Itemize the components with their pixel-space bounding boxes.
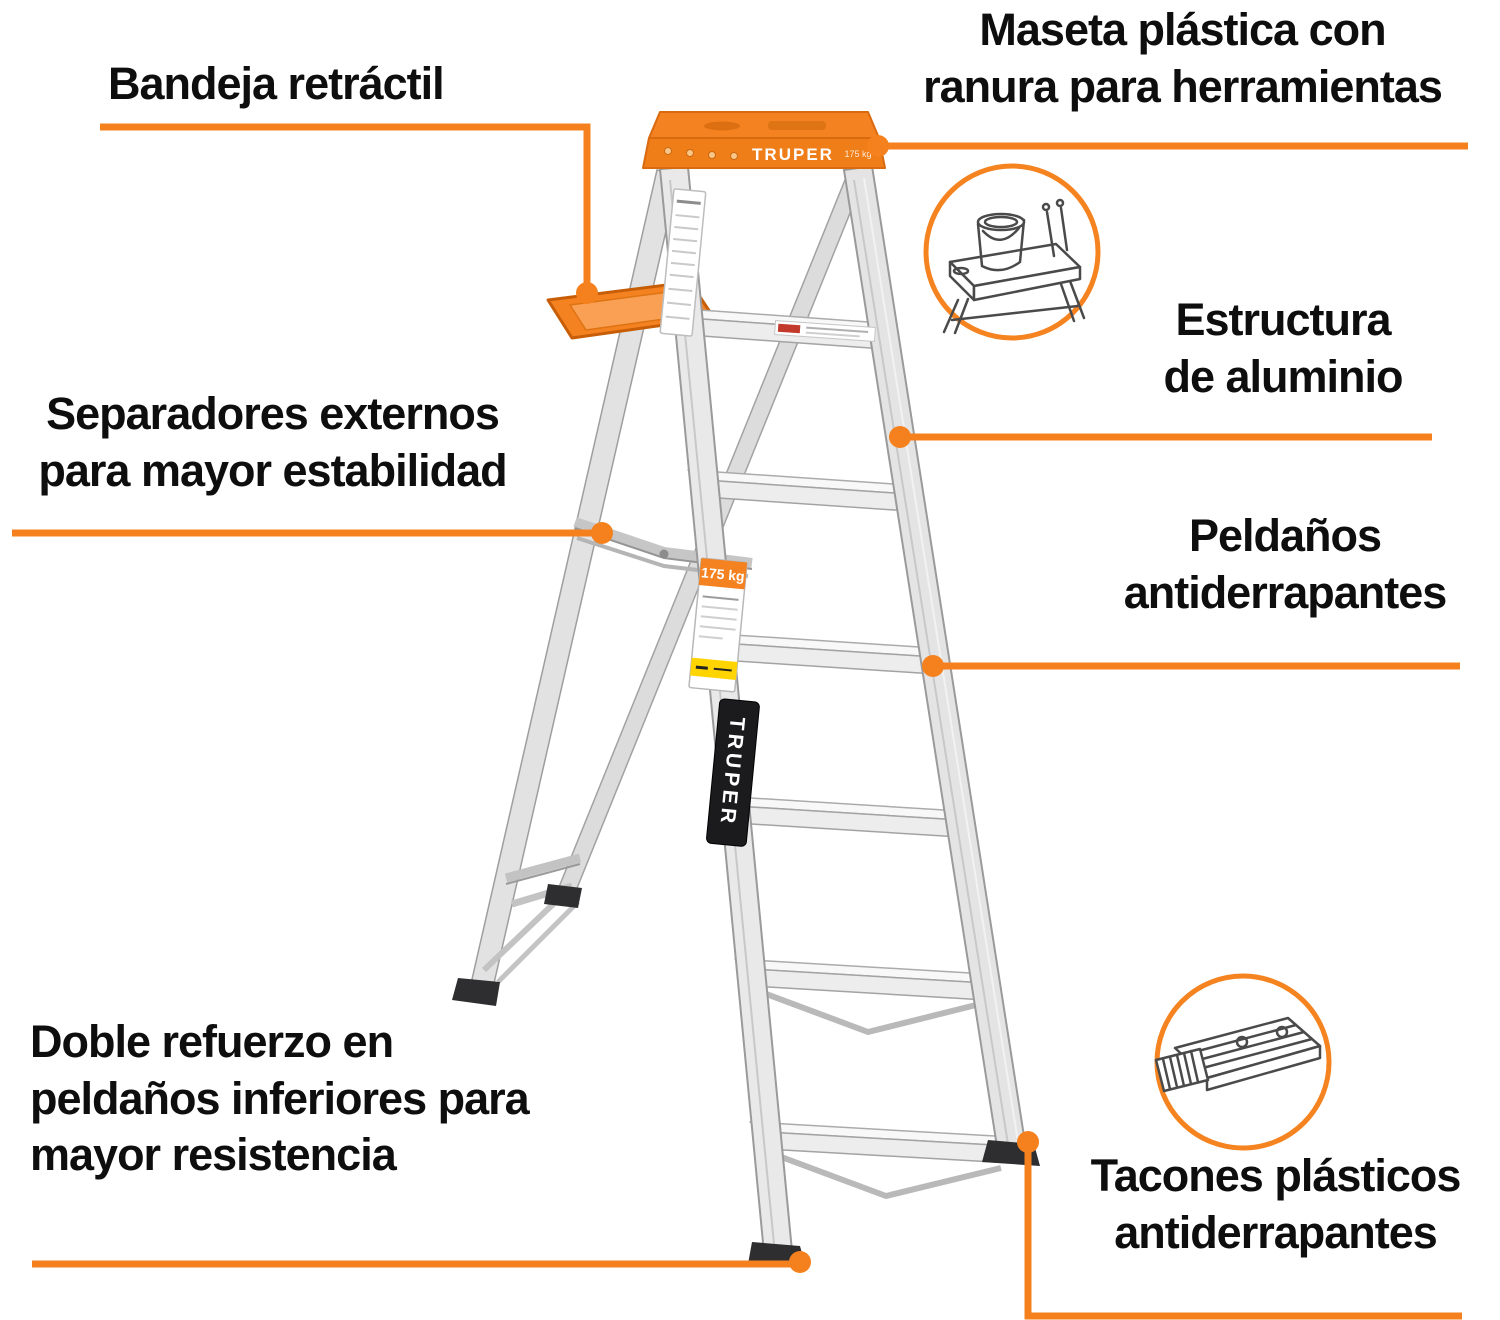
callout-lines [12, 123, 1468, 1320]
callout-line-peldanos [922, 655, 1460, 677]
callout-maseta-plastica: Maseta plástica con ranura para herramie… [923, 4, 1443, 112]
capacity-sticker-text: 175 kg [700, 564, 745, 584]
callout-estructura-aluminio: Estructura de aluminio [1163, 294, 1403, 402]
cap-brand-text: TRUPER [752, 145, 834, 164]
rear-right-foot [544, 884, 582, 908]
step-cross-section-icon [1154, 973, 1332, 1151]
callout-line-doble-refuerzo [32, 1251, 811, 1273]
paint-can-on-ladder-top-icon [923, 163, 1101, 341]
callout-bandeja-retractil: Bandeja retráctil [108, 58, 445, 109]
capacity-sticker: 175 kg [688, 557, 748, 693]
step5-reinforcement [759, 989, 977, 1035]
callout-line-separadores [12, 522, 613, 544]
cap-capacity-small-text: 175 kg [844, 149, 871, 159]
rear-left-foot [452, 978, 500, 1006]
step-label [774, 319, 876, 343]
warning-label [659, 188, 707, 337]
callout-doble-refuerzo: Doble refuerzo en peldaños inferiores pa… [30, 1016, 530, 1181]
callout-line-bandeja [100, 123, 598, 304]
callout-peldanos-antiderrapantes: Peldaños antiderrapantes [1123, 510, 1448, 618]
rail-brand-label: TRUPER [706, 698, 760, 847]
callout-separadores-externos: Separadores externos para mayor estabili… [38, 388, 507, 496]
callout-line-maseta [867, 135, 1468, 157]
callout-line-estructura [889, 426, 1432, 448]
step6-reinforcement [774, 1152, 1002, 1199]
callout-line-tacones [1017, 1131, 1462, 1320]
top-cap: TRUPER 175 kg [642, 111, 886, 169]
callout-tacones-plasticos: Tacones plásticos antiderrapantes [1090, 1150, 1462, 1258]
